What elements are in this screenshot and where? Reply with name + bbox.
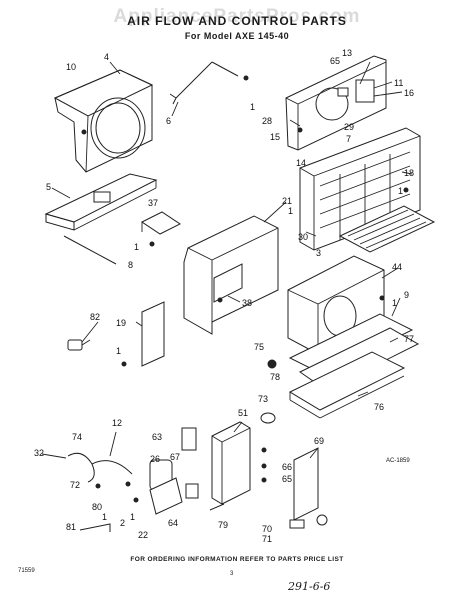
callout: 30 — [298, 232, 308, 242]
part-fan-shroud — [53, 69, 154, 173]
part-grommet — [260, 412, 276, 424]
part-capacitor-bracket — [149, 477, 183, 515]
part-bracket-rod — [169, 61, 239, 105]
callout: 15 — [270, 132, 280, 142]
watermark: AppliancePartsPros.com — [113, 6, 361, 27]
callout: 1 — [250, 102, 255, 112]
callout: 12 — [112, 418, 122, 428]
callout: 1 — [288, 206, 293, 216]
callout: 3 — [316, 248, 321, 258]
callout: 19 — [116, 318, 126, 328]
callout: 26 — [150, 454, 160, 464]
callout: 80 — [92, 502, 102, 512]
callout: 81 — [66, 522, 76, 532]
callout: 67 — [170, 452, 180, 462]
callout: 74 — [72, 432, 82, 442]
part-relay — [185, 483, 199, 499]
part-cover-panel — [141, 301, 165, 367]
part-control-housing — [211, 421, 251, 505]
part-base-pan — [44, 173, 158, 231]
callout: 76 — [374, 402, 384, 412]
callout: 29 — [344, 122, 354, 132]
callout: 82 — [90, 312, 100, 322]
callout: 65 — [282, 474, 292, 484]
callout: AC-1859 — [386, 458, 410, 464]
part-switch — [181, 427, 197, 451]
callout: 14 — [296, 158, 306, 168]
callout: 63 — [152, 432, 162, 442]
callout: 64 — [168, 518, 178, 528]
callout: 1 — [392, 298, 397, 308]
leader-lines — [41, 61, 413, 459]
part-knob — [67, 339, 91, 351]
part-clamp — [79, 523, 111, 532]
page-number: 3 — [230, 571, 234, 577]
part-power-cord — [67, 452, 133, 483]
callout: 16 — [404, 88, 414, 98]
callout: 6 — [166, 116, 171, 126]
part-rod — [63, 235, 117, 265]
diagram-code: 71559 — [18, 568, 35, 574]
diagram-title: AIR FLOW AND CONTROL PARTS — [127, 14, 347, 28]
callout: 44 — [392, 262, 402, 272]
callout: 77 — [404, 334, 414, 344]
part-name-plate — [293, 447, 319, 521]
callout: 22 — [138, 530, 148, 540]
part-drip-pan — [288, 351, 406, 419]
callout: 9 — [404, 290, 409, 300]
callout: 79 — [218, 520, 228, 530]
callout: 72 — [70, 480, 80, 490]
callout: 21 — [282, 196, 292, 206]
diagram-subtitle: For Model AXE 145-40 — [184, 31, 290, 41]
callout: 28 — [262, 116, 272, 126]
part-small-bracket — [141, 211, 181, 235]
callout: 32 — [34, 448, 44, 458]
part-connector — [289, 519, 305, 529]
callout: 51 — [238, 408, 248, 418]
callout: 7 — [346, 134, 351, 144]
callout: 1 — [102, 512, 107, 522]
part-air-filter — [338, 205, 436, 253]
callout: 1 — [116, 346, 121, 356]
callout: 37 — [148, 198, 158, 208]
callout: 11 — [394, 78, 403, 88]
callout: 70 — [262, 524, 272, 534]
callout: 13 — [342, 48, 352, 58]
callout: 10 — [66, 62, 76, 72]
ordering-note: FOR ORDERING INFORMATION REFER TO PARTS … — [130, 556, 344, 563]
part-control-bracket — [285, 55, 387, 151]
callout: 18 — [404, 168, 414, 178]
callout-labels: 10 4 6 1 13 65 11 16 28 29 15 7 14 18 5 … — [34, 48, 414, 544]
callout: 38 — [242, 298, 252, 308]
handwritten-note: 291-6-6 — [288, 580, 331, 593]
callout: 66 — [282, 462, 292, 472]
callout: 4 — [104, 52, 109, 62]
fasteners — [81, 75, 409, 503]
part-partition — [183, 215, 279, 335]
callout: 1 — [398, 186, 403, 196]
callout: 2 — [120, 518, 125, 528]
callout: 78 — [270, 372, 280, 382]
callout: 75 — [254, 342, 264, 352]
callout: 5 — [46, 182, 51, 192]
part-screw — [209, 503, 225, 511]
callout: 1 — [134, 242, 139, 252]
part-plug — [316, 514, 328, 526]
callout: 8 — [128, 260, 133, 270]
callout: 71 — [262, 534, 272, 544]
callout: 1 — [130, 512, 135, 522]
callout: 65 — [330, 56, 340, 66]
callout: 69 — [314, 436, 324, 446]
callout: 73 — [258, 394, 268, 404]
